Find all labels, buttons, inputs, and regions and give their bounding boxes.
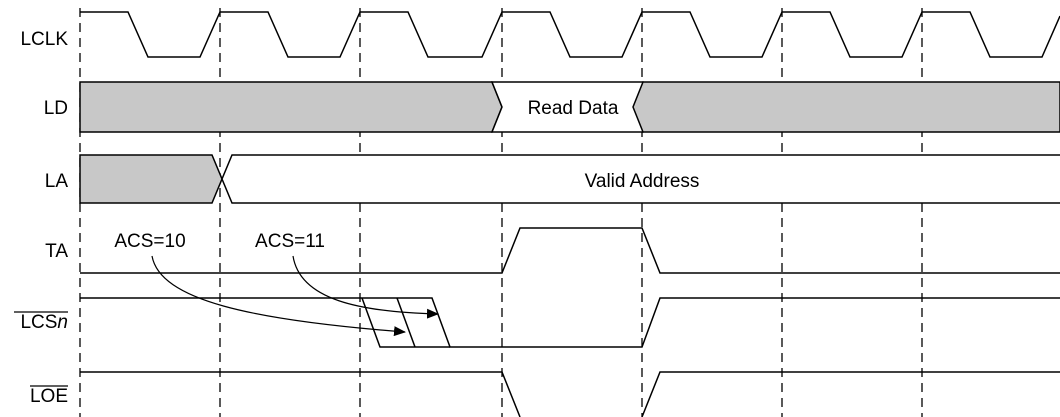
acs11-annotation: ACS=11 (255, 231, 325, 252)
signal-label-lcsn: LCSn (20, 312, 68, 333)
acs10-annotation: ACS=10 (114, 231, 185, 252)
la-bus-valid-address (221, 154, 1060, 204)
ld-bus-undefined-left (79, 81, 503, 133)
lclk-waveform (80, 11, 1060, 58)
ld-bus-undefined-right (632, 81, 1060, 133)
signal-label-loe: LOE (30, 386, 68, 407)
acs11-arrow (292, 255, 439, 319)
signal-label-lclk: LCLK (20, 29, 68, 50)
lcsn-acs10-edge (361, 297, 450, 348)
signal-label-ld: LD (44, 98, 68, 119)
ta-waveform (80, 227, 1060, 274)
lcsn-acs11-edge (396, 297, 416, 348)
lcsn-waveform (80, 297, 1060, 348)
ld-read-data-label: Read Data (528, 98, 619, 119)
signal-label-ta: TA (45, 241, 68, 262)
la-bus-undefined (79, 154, 223, 204)
signal-label-la: LA (45, 171, 69, 192)
la-valid-address-label: Valid Address (585, 171, 700, 192)
clock-edge-gridlines (79, 8, 923, 417)
acs10-arrow (151, 255, 406, 337)
loe-waveform (80, 371, 1060, 417)
